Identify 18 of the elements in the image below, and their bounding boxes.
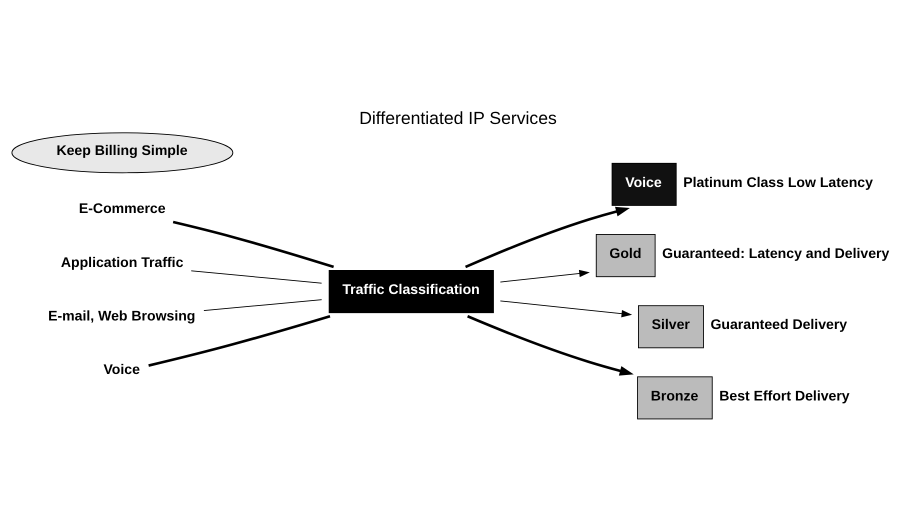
node-text: E-Commerce — [78, 200, 166, 216]
diagram-title: Differentiated IP Services — [359, 108, 557, 128]
arrow — [500, 300, 632, 317]
arrow — [500, 269, 590, 282]
arrow — [465, 206, 630, 268]
connector — [172, 220, 334, 268]
node-ellipse: Keep Billing Simple — [11, 132, 234, 173]
node-label: Guaranteed Delivery — [710, 316, 848, 332]
arrow — [467, 314, 634, 376]
node-text: E-mail, Web Browsing — [48, 306, 196, 323]
connector — [148, 314, 330, 366]
node-label: Best Effort Delivery — [719, 386, 850, 403]
node-text: Voice — [103, 360, 140, 376]
node-text: Application Traffic — [60, 253, 184, 270]
connector — [203, 298, 322, 310]
node-label: Guaranteed: Latency and Delivery — [662, 244, 890, 261]
node-label: Platinum Class Low Latency — [683, 173, 873, 190]
connector — [190, 270, 322, 284]
